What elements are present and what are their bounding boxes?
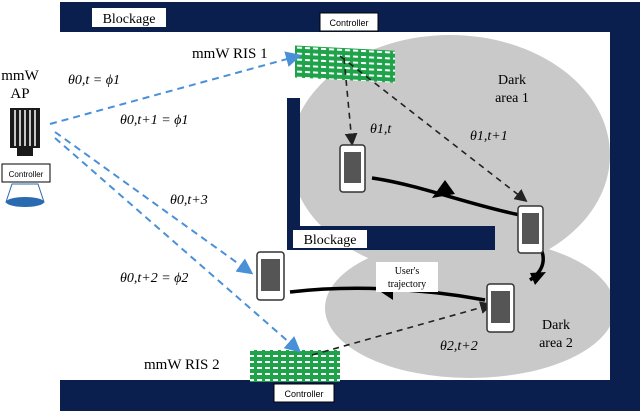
svg-text:Blockage: Blockage: [304, 233, 357, 248]
phone-3: [256, 251, 285, 301]
phone-1: [339, 144, 366, 193]
blockage-top-label: Blockage: [92, 8, 166, 27]
ris-beams: [311, 55, 528, 356]
svg-text:Controller: Controller: [284, 389, 323, 399]
svg-text:Controller: Controller: [329, 18, 368, 28]
angle-theta-2t2: θ2,t+2: [440, 339, 478, 354]
blockage-middle-label: Blockage: [293, 230, 367, 248]
angle-theta-0t2: θ0,t+2 = ϕ2: [120, 271, 188, 286]
dark-area-1-line1: Dark: [498, 73, 526, 88]
ap-base: [5, 183, 45, 207]
angle-theta-0t3: θ0,t+3: [170, 193, 208, 208]
svg-text:Blockage: Blockage: [103, 12, 156, 27]
angle-theta-0t: θ0,t = ϕ1: [68, 73, 120, 88]
phone-2: [517, 205, 544, 254]
dark-area-2-line1: Dark: [542, 318, 570, 333]
ris-1-panel: [295, 45, 395, 83]
svg-text:Controller: Controller: [9, 170, 44, 179]
ris-2-controller: Controller: [273, 383, 335, 403]
ris-1-controller: Controller: [319, 12, 379, 32]
phone-4: [486, 283, 515, 333]
ap-antenna: [10, 108, 40, 156]
ap-controller: Controller: [1, 163, 51, 183]
svg-text:User's: User's: [395, 266, 420, 277]
trajectory-label: User's trajectory: [376, 262, 438, 292]
ap-label-line2: AP: [10, 86, 29, 102]
ris-2-label: mmW RIS 2: [144, 357, 220, 373]
svg-text:trajectory: trajectory: [388, 279, 426, 290]
angle-theta-0t1: θ0,t+1 = ϕ1: [120, 113, 188, 128]
angle-theta-1t: θ1,t: [370, 122, 392, 137]
dark-area-2: [325, 238, 615, 378]
dark-area-2-line2: area 2: [539, 336, 573, 351]
dark-area-1-line2: area 1: [495, 91, 529, 106]
ap-beams: [49, 51, 302, 353]
ris-1-label: mmW RIS 1: [192, 46, 268, 62]
angle-theta-1t1: θ1,t+1: [470, 129, 508, 144]
ap-label-line1: mmW: [1, 68, 39, 84]
ris-2-panel: [250, 350, 340, 382]
